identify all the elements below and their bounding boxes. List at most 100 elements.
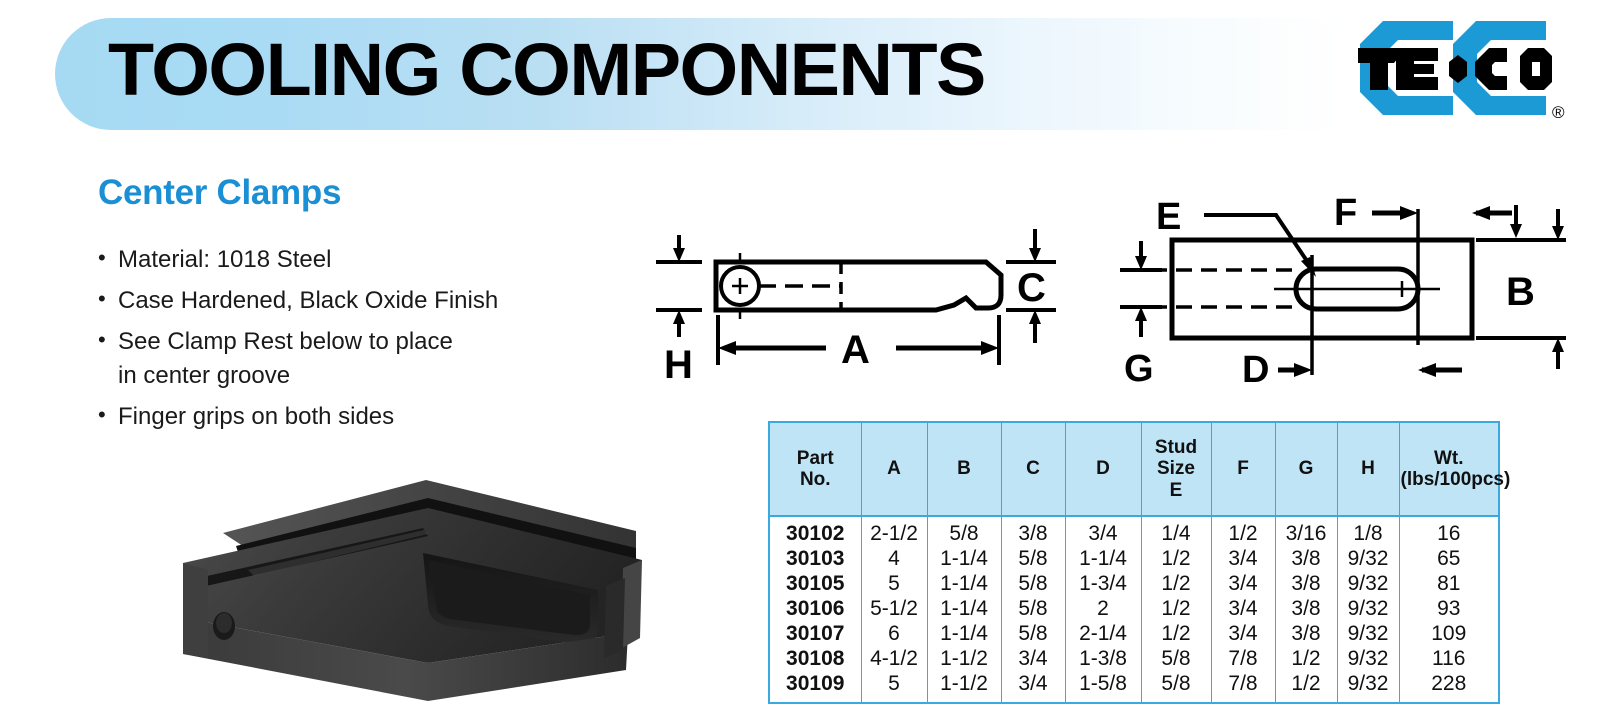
photo-finger-groove — [198, 528, 428, 586]
cell-dim-h: 9/32 — [1336, 572, 1400, 597]
col-header-c: C — [1000, 421, 1066, 517]
cell-dim-g: 1/2 — [1274, 672, 1338, 704]
side-label-A-bg — [826, 327, 896, 369]
top-dim-right-arrows — [1472, 205, 1522, 238]
cell-dim-c: 5/8 — [1000, 547, 1066, 572]
side-hole-center — [732, 278, 748, 294]
photo-slot-inner — [428, 560, 590, 636]
top-label-G: G — [1124, 348, 1154, 390]
cell-part-no: 30102 — [768, 516, 862, 547]
logo-wordmark — [1358, 48, 1552, 90]
side-label-H: H — [664, 343, 693, 387]
col-header-a: A — [860, 421, 928, 517]
cell-weight: 16 — [1398, 516, 1500, 547]
top-dim-bottom-right-arrow — [1418, 363, 1462, 377]
cell-dim-a: 4-1/2 — [860, 647, 928, 672]
feature-item: See Clamp Rest below to place in center … — [98, 324, 658, 393]
cell-part-no: 30103 — [768, 547, 862, 572]
cell-dim-g: 3/16 — [1274, 516, 1338, 547]
col-header-weight: Wt. (lbs/100pcs) — [1398, 421, 1510, 517]
photo-mounting-hole-inner — [216, 613, 232, 633]
cell-dim-e: 1/2 — [1140, 572, 1212, 597]
cell-dim-c: 5/8 — [1000, 622, 1066, 647]
cell-dim-f: 3/4 — [1210, 622, 1276, 647]
registered-trademark-icon: ® — [1552, 103, 1565, 122]
cell-weight: 93 — [1398, 597, 1500, 622]
cell-dim-d: 2-1/4 — [1064, 622, 1142, 647]
cell-dim-d: 1-5/8 — [1064, 672, 1142, 704]
cell-dim-e: 1/4 — [1140, 516, 1212, 547]
cell-dim-g: 3/8 — [1274, 547, 1338, 572]
cell-dim-f: 7/8 — [1210, 672, 1276, 704]
top-leader-E-arrow — [1301, 257, 1316, 277]
cell-dim-h: 9/32 — [1336, 672, 1400, 704]
cell-dim-f: 1/2 — [1210, 516, 1276, 547]
cell-dim-h: 9/32 — [1336, 547, 1400, 572]
feature-item: Material: 1018 Steel — [98, 242, 658, 277]
top-dim-G — [1120, 268, 1162, 309]
cell-part-no: 30106 — [768, 597, 862, 622]
photo-right-lip-shadow — [604, 578, 625, 658]
teco-logo — [1358, 21, 1552, 115]
cell-part-no: 30109 — [768, 672, 862, 704]
cell-dim-h: 1/8 — [1336, 516, 1400, 547]
cell-dim-f: 3/4 — [1210, 572, 1276, 597]
feature-item: Finger grips on both sides — [98, 399, 658, 434]
spec-table-container: Part No. A B C D Stud Size E F G H Wt. (… — [768, 421, 1510, 704]
cell-dim-b: 1-1/4 — [926, 547, 1002, 572]
top-leader-E — [1204, 213, 1313, 269]
cell-dim-c: 3/4 — [1000, 672, 1066, 704]
top-view-drawing: E F D G B — [1120, 192, 1566, 391]
cell-dim-g: 1/2 — [1274, 647, 1338, 672]
cell-part-no: 30108 — [768, 647, 862, 672]
cell-weight: 81 — [1398, 572, 1500, 597]
cell-dim-h: 9/32 — [1336, 622, 1400, 647]
top-label-B: B — [1506, 270, 1535, 314]
side-label-A: A — [841, 328, 870, 372]
top-dim-G-arrows — [1135, 241, 1147, 337]
cell-dim-e: 1/2 — [1140, 622, 1212, 647]
cell-dim-a: 6 — [860, 622, 928, 647]
cell-dim-f: 3/4 — [1210, 547, 1276, 572]
cell-dim-h: 9/32 — [1336, 597, 1400, 622]
cell-weight: 228 — [1398, 672, 1500, 704]
cell-dim-a: 4 — [860, 547, 928, 572]
top-label-E: E — [1156, 196, 1181, 238]
cell-dim-e: 5/8 — [1140, 672, 1212, 704]
cell-dim-a: 5-1/2 — [860, 597, 928, 622]
side-dim-A-ext — [716, 315, 1001, 365]
side-dim-C-arrows — [1029, 229, 1041, 343]
cell-dim-a: 5 — [860, 572, 928, 597]
top-body-outline — [1169, 237, 1475, 341]
col-header-stud-size-e: Stud Size E — [1140, 421, 1212, 517]
top-label-D: D — [1242, 349, 1269, 391]
cell-dim-f: 7/8 — [1210, 647, 1276, 672]
side-dim-H — [656, 260, 702, 312]
col-header-d: D — [1064, 421, 1142, 517]
cell-dim-b: 1-1/4 — [926, 622, 1002, 647]
side-body-outline — [713, 259, 1004, 313]
top-dim-B — [1476, 238, 1566, 340]
col-header-f: F — [1210, 421, 1276, 517]
side-dim-H-arrows — [673, 235, 685, 337]
cell-dim-f: 3/4 — [1210, 597, 1276, 622]
cell-dim-d: 1-1/4 — [1064, 547, 1142, 572]
cell-dim-d: 3/4 — [1064, 516, 1142, 547]
product-title: Center Clamps — [98, 173, 342, 212]
cell-weight: 109 — [1398, 622, 1500, 647]
table-header-row: Part No. A B C D Stud Size E F G H Wt. (… — [768, 421, 1510, 517]
side-label-C: C — [1017, 266, 1046, 310]
cell-dim-d: 1-3/4 — [1064, 572, 1142, 597]
cell-dim-b: 5/8 — [926, 516, 1002, 547]
photo-front-face — [183, 618, 628, 701]
cell-dim-h: 9/32 — [1336, 647, 1400, 672]
top-ext-lines — [1310, 209, 1420, 375]
spec-table: Part No. A B C D Stud Size E F G H Wt. (… — [768, 421, 1510, 704]
cell-dim-b: 1-1/2 — [926, 647, 1002, 672]
cell-dim-d: 1-3/8 — [1064, 647, 1142, 672]
